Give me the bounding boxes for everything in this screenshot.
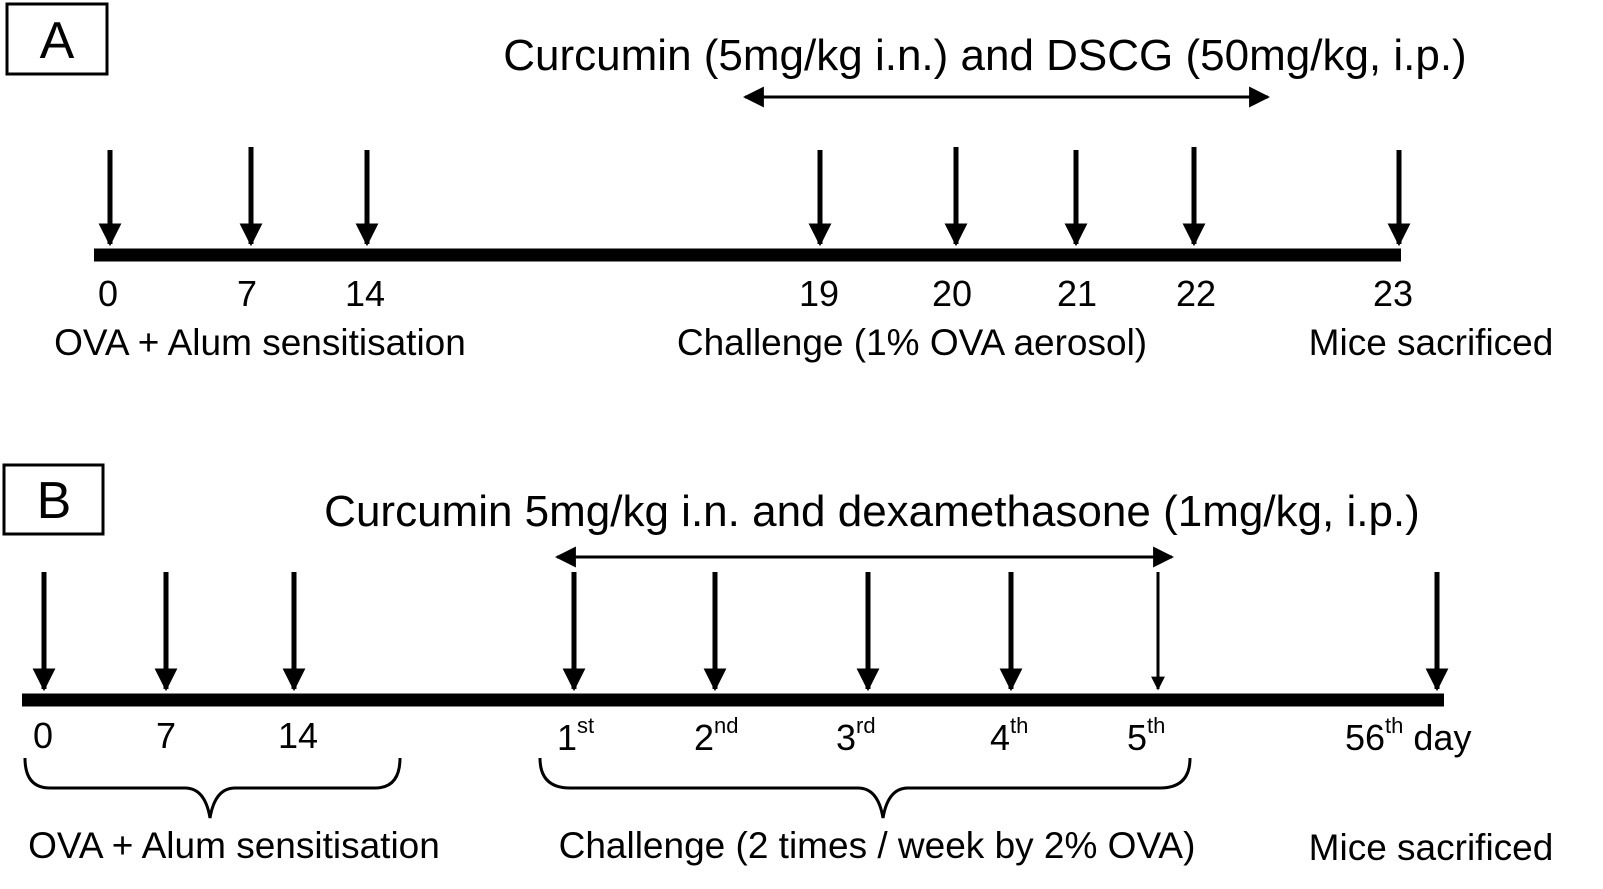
panel-b-label-box [2,463,105,536]
panel-b-sacrifice-label: Mice sacrificed [1309,827,1554,868]
panel-a-tick-labels: 0 7 14 19 20 21 22 23 [98,273,1413,314]
panel-a-label: A [40,12,75,70]
panel-b-sensitisation-brace [23,757,402,819]
panel-b-tick-label: 7 [156,715,176,756]
panel-b-tick-label: 0 [33,715,53,756]
panel-b-challenge-label-4: 4th [990,713,1028,758]
panel-a-sensitisation-label: OVA + Alum sensitisation [54,322,466,363]
panel-a-sacrifice-label: Mice sacrificed [1309,322,1554,363]
panel-a-tick-label: 0 [98,273,118,314]
panel-b-challenge-brace [538,757,1192,819]
panel-b-challenge-label-2: 2nd [694,713,739,758]
panel-a-label-box [5,2,109,76]
panel-b-challenge-label-1: 1st [557,713,594,758]
panel-b-tick-labels: 0 7 14 1st 2nd 3rd 4th 5th 56th day [33,713,1471,758]
panel-b-challenge-label-5: 5th [1127,713,1165,758]
panel-b-event-arrows [32,572,1449,692]
panel-a-treatment-title: Curcumin (5mg/kg i.n.) and DSCG (50mg/kg… [503,31,1466,80]
panel-a-tick-label: 7 [237,273,257,314]
panel-a: A Curcumin (5mg/kg i.n.) and DSCG (50mg/… [5,2,1554,363]
panel-b-final-day-label: 56th day [1345,713,1471,758]
panel-a-tick-label: 23 [1373,273,1413,314]
panel-a-event-arrows [98,147,1411,247]
panel-b: B Curcumin 5mg/kg i.n. and dexamethasone… [2,463,1554,868]
panel-b-sensitisation-label: OVA + Alum sensitisation [28,825,440,866]
panel-a-tick-label: 14 [345,273,385,314]
panel-b-challenge-label: Challenge (2 times / week by 2% OVA) [559,825,1196,866]
panel-b-tick-label: 14 [278,715,318,756]
panel-a-tick-label: 21 [1057,273,1097,314]
panel-b-challenge-label-3: 3rd [836,713,876,758]
panel-a-tick-label: 20 [932,273,972,314]
panel-a-tick-label: 19 [799,273,839,314]
panel-a-challenge-label: Challenge (1% OVA aerosol) [677,322,1147,363]
panel-b-label: B [37,472,72,530]
panel-b-treatment-title: Curcumin 5mg/kg i.n. and dexamethasone (… [324,487,1420,536]
panel-a-tick-label: 22 [1176,273,1216,314]
